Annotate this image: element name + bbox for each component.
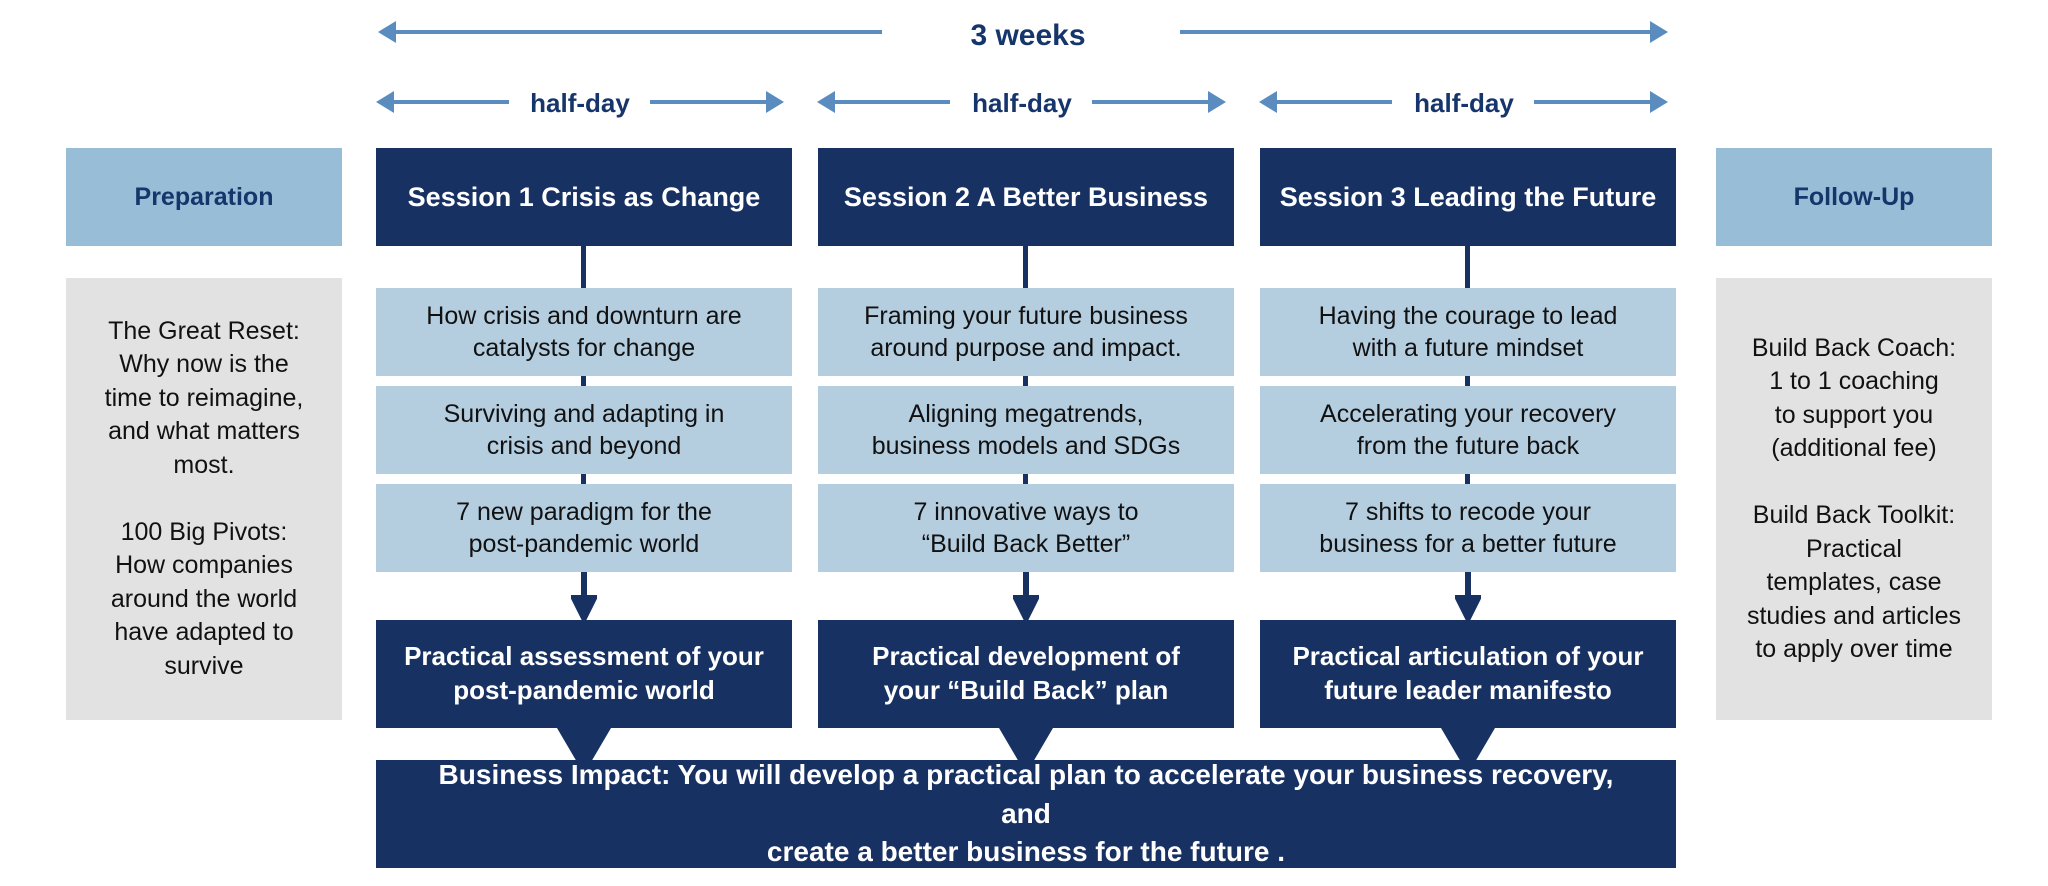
follow-up-header: Follow-Up (1716, 148, 1992, 246)
preparation-header: Preparation (66, 148, 342, 246)
session-1-bullet-1: How crisis and downturn are catalysts fo… (376, 288, 792, 376)
half-day-2-left-arrowhead (817, 91, 835, 113)
half-day-1-left-arrowhead (376, 91, 394, 113)
half-day-arrow-row-2 (0, 88, 2048, 116)
half-day-1-right-line (650, 100, 766, 104)
half-day-2-right-arrowhead (1208, 91, 1226, 113)
half-day-3-left-line (1275, 100, 1392, 104)
session-2-outcome: Practical development of your “Build Bac… (818, 620, 1234, 728)
half-day-2-right-line (1092, 100, 1208, 104)
business-impact-bar: Business Impact: You will develop a prac… (376, 759, 1676, 868)
session-3-down-arrow (1455, 572, 1481, 620)
half-day-label-1: half-day (530, 88, 630, 118)
session-1-down-arrow (571, 572, 597, 620)
half-day-arrow-row-1 (0, 88, 2048, 116)
session-1-outcome: Practical assessment of your post-pandem… (376, 620, 792, 728)
half-day-label-3: half-day (1414, 88, 1514, 118)
session-3-connector-0 (1465, 246, 1470, 288)
session-2-bullet-1: Framing your future business around purp… (818, 288, 1234, 376)
half-day-3-right-line (1534, 100, 1650, 104)
session-1-bullet-3: 7 new paradigm for the post-pandemic wor… (376, 484, 792, 572)
session-1-header: Session 1 Crisis as Change (376, 148, 792, 246)
session-2-connector-0 (1023, 246, 1028, 288)
session-3-bullet-2: Accelerating your recovery from the futu… (1260, 386, 1676, 474)
session-3-bullet-3: 7 shifts to recode your business for a b… (1260, 484, 1676, 572)
half-day-1-left-line (392, 100, 509, 104)
half-day-2-left-line (833, 100, 950, 104)
half-day-1-right-arrowhead (766, 91, 784, 113)
three-weeks-left-line (394, 30, 882, 34)
preparation-panel: The Great Reset: Why now is the time to … (66, 278, 342, 720)
session-3-header: Session 3 Leading the Future (1260, 148, 1676, 246)
three-weeks-right-line (1180, 30, 1650, 34)
session-1-bullet-2: Surviving and adapting in crisis and bey… (376, 386, 792, 474)
three-weeks-label: 3 weeks (970, 19, 1086, 52)
three-weeks-right-arrowhead (1650, 21, 1668, 43)
session-2-down-arrow (1013, 572, 1039, 620)
session-1-connector-0 (581, 246, 586, 288)
three-weeks-left-arrowhead (378, 21, 396, 43)
follow-up-panel: Build Back Coach: 1 to 1 coaching to sup… (1716, 278, 1992, 720)
session-2-bullet-3: 7 innovative ways to “Build Back Better” (818, 484, 1234, 572)
session-3-bullet-1: Having the courage to lead with a future… (1260, 288, 1676, 376)
half-day-3-left-arrowhead (1259, 91, 1277, 113)
half-day-arrow-row-3 (0, 88, 2048, 116)
session-3-outcome: Practical articulation of your future le… (1260, 620, 1676, 728)
half-day-3-right-arrowhead (1650, 91, 1668, 113)
half-day-label-2: half-day (972, 88, 1072, 118)
session-2-header: Session 2 A Better Business (818, 148, 1234, 246)
session-2-bullet-2: Aligning megatrends, business models and… (818, 386, 1234, 474)
three-weeks-arrow-row (0, 16, 2048, 48)
